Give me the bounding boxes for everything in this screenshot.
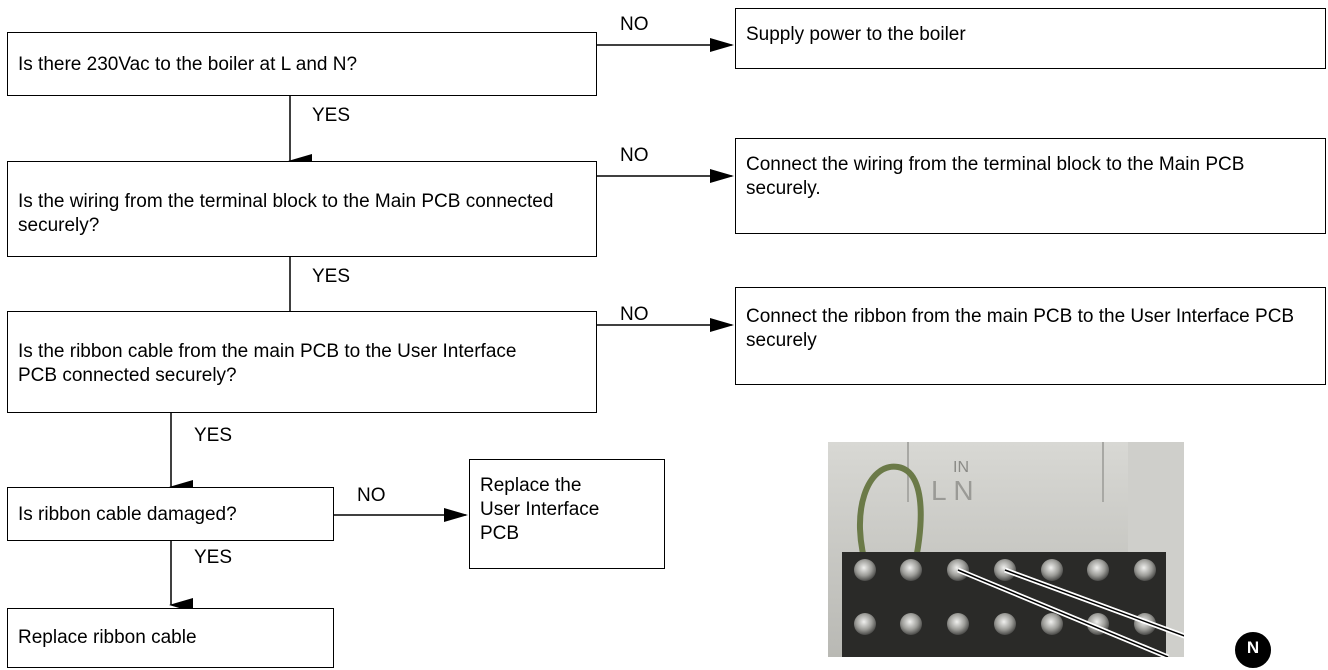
action-text: Replace the User Interface PCB	[480, 475, 600, 544]
no-label-2: NO	[620, 145, 649, 166]
terminal-lettering: L N	[931, 475, 974, 506]
yes-label-4: YES	[194, 547, 233, 568]
callout-n-text: N	[1246, 638, 1260, 657]
terminal-block-photo: IN L N	[828, 442, 1184, 657]
action-text: Connect the wiring from the terminal blo…	[746, 154, 1245, 199]
question-text: Is the wiring from the terminal block to…	[18, 191, 554, 236]
action-box-replace-ui-pcb: Replace the User Interface PCB	[469, 459, 665, 569]
no-label-1: NO	[620, 14, 649, 35]
action-box-replace-ribbon: Replace ribbon cable	[7, 608, 334, 668]
yes-label-1: YES	[312, 105, 351, 126]
yes-label-3: YES	[194, 425, 233, 446]
question-box-wiring: Is the wiring from the terminal block to…	[7, 161, 597, 257]
question-box-ribbon-damaged: Is ribbon cable damaged?	[7, 487, 334, 541]
no-label-4: NO	[357, 485, 386, 506]
action-box-connect-ribbon: Connect the ribbon from the main PCB to …	[735, 287, 1326, 385]
terminal-header-text: IN	[953, 459, 969, 476]
question-box-230vac: Is there 230Vac to the boiler at L and N…	[7, 32, 597, 96]
question-text: Is the ribbon cable from the main PCB to…	[18, 341, 517, 386]
question-box-ribbon-connected: Is the ribbon cable from the main PCB to…	[7, 311, 597, 413]
action-text: Connect the ribbon from the main PCB to …	[746, 306, 1295, 351]
action-text: Supply power to the boiler	[746, 24, 966, 45]
callout-n-badge: N	[1233, 630, 1273, 670]
yes-label-2: YES	[312, 266, 351, 287]
action-box-connect-wiring: Connect the wiring from the terminal blo…	[735, 138, 1326, 234]
action-text: Replace ribbon cable	[18, 627, 197, 648]
question-text: Is there 230Vac to the boiler at L and N…	[18, 54, 358, 75]
no-label-3: NO	[620, 304, 649, 325]
action-box-supply-power: Supply power to the boiler	[735, 8, 1326, 69]
question-text: Is ribbon cable damaged?	[18, 504, 237, 525]
